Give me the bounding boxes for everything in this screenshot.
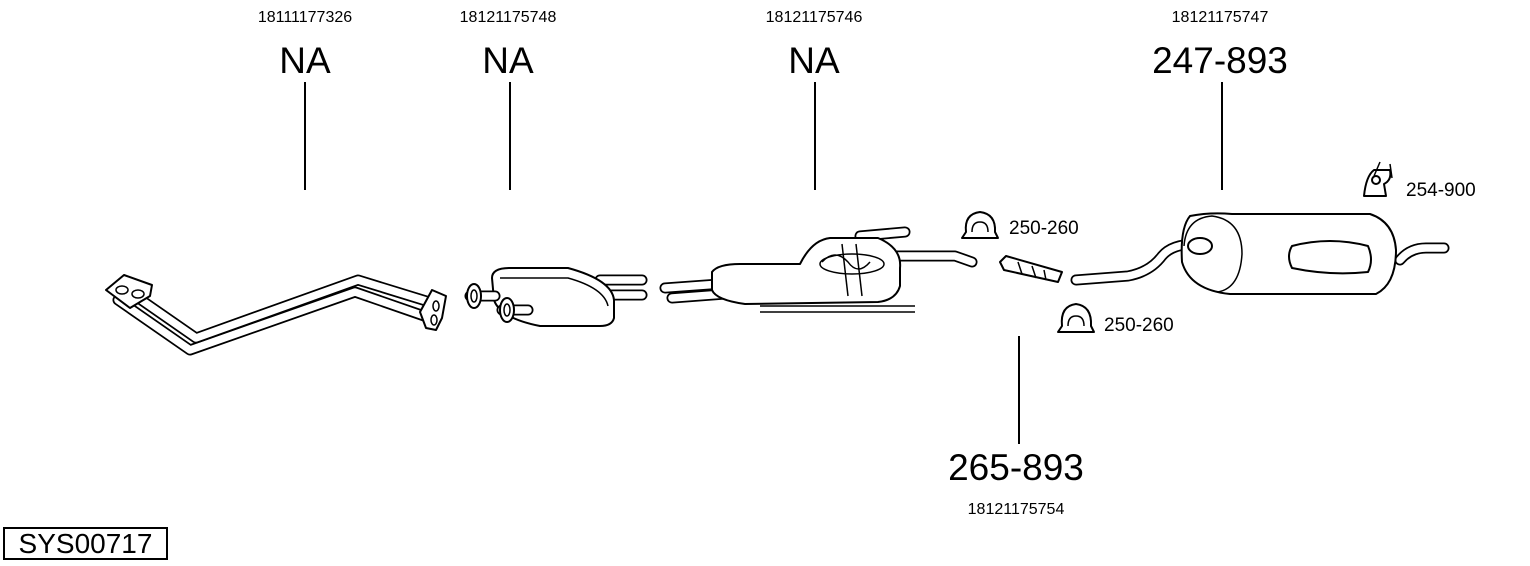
clamp-upper-icon[interactable]	[961, 211, 999, 239]
middle-silencer-drawing[interactable]	[659, 226, 978, 313]
part-number-rear-silencer[interactable]: 247-893	[1152, 40, 1288, 81]
system-code-label: SYS00717	[3, 527, 168, 560]
hanger-icon[interactable]	[1363, 161, 1393, 197]
hanger-number[interactable]: 254-900	[1406, 180, 1476, 201]
part-number-connector-sleeve[interactable]: 265-893	[948, 447, 1084, 488]
clamp-upper-number[interactable]: 250-260	[1009, 218, 1079, 239]
oem-number-middle-silencer: 18121175746	[766, 9, 863, 26]
part-number-front-silencer[interactable]: NA	[482, 40, 534, 81]
front-pipe-drawing[interactable]	[105, 274, 447, 356]
clamp-lower-number[interactable]: 250-260	[1104, 315, 1174, 336]
rear-silencer-drawing[interactable]	[1070, 212, 1450, 295]
connector-sleeve-drawing[interactable]	[999, 255, 1063, 283]
front-silencer-drawing[interactable]	[464, 267, 648, 327]
part-number-middle-silencer[interactable]: NA	[788, 40, 840, 81]
clamp-lower-icon[interactable]	[1057, 303, 1095, 333]
part-number-front-pipe[interactable]: NA	[279, 40, 331, 81]
oem-number-connector-sleeve: 18121175754	[968, 501, 1065, 518]
oem-number-rear-silencer: 18121175747	[1172, 9, 1269, 26]
oem-number-front-silencer: 18121175748	[460, 9, 557, 26]
oem-number-front-pipe: 18111177326	[258, 9, 352, 26]
